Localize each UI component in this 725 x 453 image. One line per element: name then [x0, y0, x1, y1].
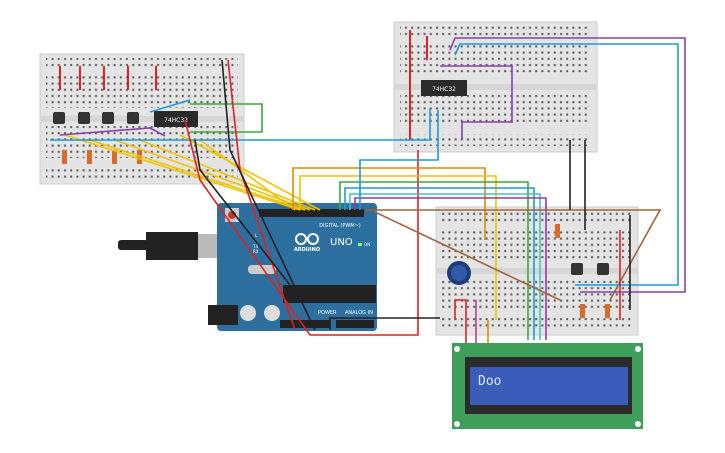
pushbutton[interactable] [571, 263, 583, 275]
rx-label: RX [253, 249, 259, 254]
pushbutton-group[interactable] [53, 112, 139, 124]
on-label: ON [364, 242, 370, 247]
lcd-screen [470, 367, 628, 405]
power-label: POWER [318, 310, 337, 316]
digital-label: DIGITAL (PWM~) [319, 223, 361, 229]
tx-label: TX [252, 244, 258, 249]
chip-74hc32-1[interactable]: 74HC32 [154, 111, 198, 127]
analog-label: ANALOG IN [345, 310, 373, 316]
arduino-model: UNO [330, 237, 353, 248]
l-label: L [255, 233, 258, 238]
arduino-logo [295, 233, 319, 245]
lcd-text: Doo [478, 374, 501, 389]
potentiometer[interactable] [447, 261, 471, 285]
chip-label: 74HC32 [164, 117, 188, 124]
arduino-brand: ARDUINO [294, 247, 320, 253]
wires[interactable] [50, 37, 686, 345]
breadboard-3[interactable] [435, 206, 639, 336]
breadboard-1[interactable] [39, 53, 245, 185]
usb-cable [118, 232, 220, 260]
atmega-chip [283, 285, 376, 303]
chip-label: 74HC32 [432, 86, 456, 93]
lcd-16x2[interactable]: Doo [452, 343, 643, 429]
chip-74hc32-2[interactable]: 74HC32 [421, 80, 467, 96]
arduino-uno[interactable]: DIGITAL (PWM~) L TX RX ARDUINO UNO ON PO… [208, 203, 377, 331]
pushbutton[interactable] [597, 263, 609, 275]
